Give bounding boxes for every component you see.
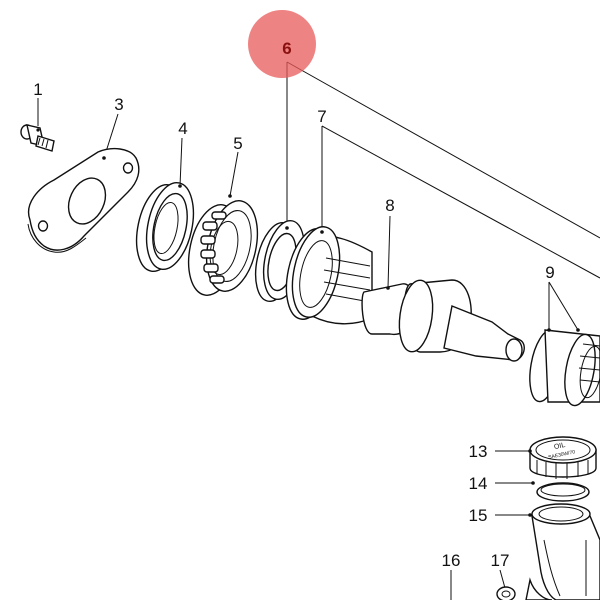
- part-5-roller-bearing: [187, 194, 259, 296]
- callout-14[interactable]: 14: [469, 474, 488, 493]
- part-17-washer: [496, 586, 516, 600]
- part-14-o-ring: [531, 481, 590, 502]
- callout-17[interactable]: 17: [491, 551, 510, 570]
- part-3-flange-plate: [27, 147, 140, 253]
- part-7-splined-sleeve: [285, 226, 373, 325]
- callout-5[interactable]: 5: [233, 134, 242, 153]
- callout-13[interactable]: 13: [469, 442, 488, 461]
- oil-cap-text-2: SAE30W/70: [548, 449, 576, 461]
- bearing-rollers: [200, 211, 227, 284]
- leader-lines: [37, 61, 600, 600]
- callout-9[interactable]: 9: [545, 263, 554, 282]
- callout-8[interactable]: 8: [385, 196, 394, 215]
- callout-1[interactable]: 1: [33, 80, 42, 99]
- callout-16[interactable]: 16: [442, 551, 461, 570]
- callout-15[interactable]: 15: [469, 506, 488, 525]
- callout-3[interactable]: 3: [114, 95, 123, 114]
- part-9-roller-bearing: [529, 328, 600, 407]
- part-13-oil-cap: OIL SAE30W/70: [528, 436, 597, 479]
- highlight-marker[interactable]: [248, 10, 316, 78]
- part-15-filler-neck: [525, 503, 600, 600]
- callout-6[interactable]: 6: [282, 39, 291, 58]
- part-1-bolt: [20, 124, 55, 152]
- callout-7[interactable]: 7: [317, 107, 326, 126]
- callout-4[interactable]: 4: [178, 119, 187, 138]
- part-4-seal-ring: [135, 182, 195, 272]
- callout-labels: 1 3 4 5 6 7 8 9 13 14 15 16 17: [33, 39, 554, 570]
- part-8-main-shaft: [361, 279, 525, 362]
- oil-cap-text-1: OIL: [553, 442, 566, 451]
